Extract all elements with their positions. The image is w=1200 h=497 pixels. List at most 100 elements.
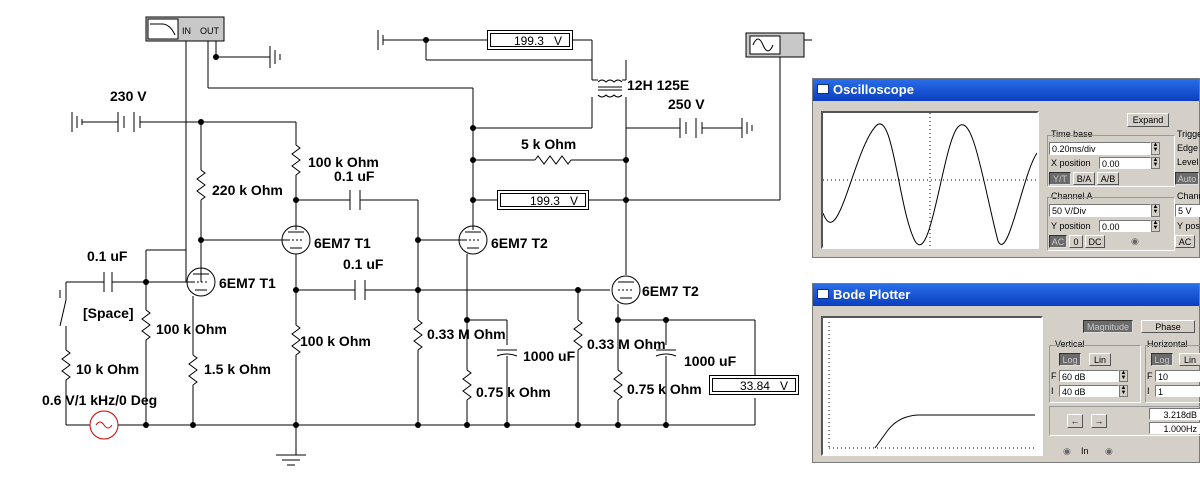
- schematic-canvas[interactable]: [0, 0, 812, 497]
- horizontal-initial-label: I: [1147, 386, 1150, 396]
- resistor-220k-label: 220 k Ohm: [212, 182, 283, 198]
- window-icon: [817, 289, 829, 299]
- switch-key-label: [Space]: [83, 305, 134, 321]
- bode-in-terminal-label: IN: [182, 26, 191, 36]
- cursor-left-button[interactable]: ←: [1067, 414, 1083, 428]
- voltmeter-top[interactable]: 199.3 V: [487, 30, 573, 50]
- channel-b-scale-field[interactable]: 5 V: [1175, 204, 1200, 217]
- oscilloscope-trace: [822, 113, 1038, 247]
- magnitude-button[interactable]: Magnitude: [1083, 320, 1133, 333]
- voltmeter-output-value: 33.84: [739, 379, 770, 393]
- time-base-group: [1047, 135, 1175, 187]
- ground-radio-icon[interactable]: ◉: [1131, 236, 1139, 246]
- oscilloscope-instrument[interactable]: [745, 32, 805, 58]
- capacitor-mid-label: 0.1 uF: [343, 256, 384, 272]
- bode-curve: [828, 322, 1035, 449]
- voltmeter-mid[interactable]: 199.3 V: [497, 190, 589, 210]
- horizontal-lin-button[interactable]: Lin: [1179, 353, 1200, 366]
- vertical-initial-field[interactable]: 40 dB: [1059, 385, 1119, 397]
- coupling-dc-button[interactable]: DC: [1085, 235, 1105, 248]
- voltmeter-output-unit: V: [779, 379, 788, 393]
- voltmeter-mid-unit: V: [569, 194, 578, 208]
- time-base-label: Time base: [1051, 129, 1093, 139]
- resistor-033m-1-label: 0.33 M Ohm: [427, 326, 506, 342]
- resistor-100k-top-label: 100 k Ohm: [308, 154, 379, 170]
- channel-b-ac-button[interactable]: AC: [1175, 235, 1195, 248]
- y-position-label: Y position: [1051, 221, 1091, 231]
- in-label: In: [1081, 446, 1089, 456]
- channel-a-scale-field[interactable]: 50 V/Div: [1049, 204, 1151, 217]
- mode-ba-button[interactable]: B/A: [1073, 172, 1095, 185]
- resistor-1-5k-label: 1.5 k Ohm: [204, 361, 271, 377]
- phase-button[interactable]: Phase: [1141, 320, 1195, 333]
- in-radio-icon[interactable]: ◉: [1063, 446, 1071, 456]
- x-position-spinner[interactable]: ▲▼: [1151, 157, 1160, 169]
- oscilloscope-screen: [821, 111, 1039, 249]
- resistor-033m-2-label: 0.33 M Ohm: [587, 336, 666, 352]
- horizontal-final-field[interactable]: 10: [1155, 370, 1200, 382]
- voltmeter-mid-value: 199.3: [529, 194, 560, 208]
- oscilloscope-window[interactable]: Oscilloscope Expand Time base Trigge 0.2…: [812, 78, 1200, 258]
- trigger-label: Trigge: [1177, 129, 1200, 139]
- capacitor-1000uf-1-label: 1000 uF: [523, 348, 576, 364]
- horizontal-log-button[interactable]: Log: [1151, 353, 1173, 366]
- channel-a-group: [1047, 197, 1175, 251]
- resistor-100k-mid-label: 100 k Ohm: [300, 333, 371, 349]
- horizontal-label: Horizontal: [1147, 339, 1188, 349]
- transformer-label: 12H 125E: [627, 77, 690, 93]
- y-position-field[interactable]: 0.00: [1099, 220, 1151, 232]
- horizontal-group: [1145, 345, 1200, 403]
- channel-a-label: Channel A: [1051, 191, 1093, 201]
- y-position-spinner[interactable]: ▲▼: [1151, 220, 1160, 232]
- coupling-ac-button[interactable]: AC: [1049, 235, 1067, 248]
- vertical-initial-spinner[interactable]: ▲▼: [1119, 385, 1128, 397]
- resistor-075k-2-label: 0.75 k Ohm: [627, 381, 702, 397]
- bode-plotter-window[interactable]: Bode Plotter Magnitude Phase Vertical Ho…: [812, 283, 1200, 463]
- capacitor-1000uf-2-label: 1000 uF: [684, 353, 737, 369]
- vertical-final-field[interactable]: 60 dB: [1059, 370, 1119, 382]
- bode-out-terminal-label: OUT: [200, 26, 219, 36]
- capacitor-input-label: 0.1 uF: [87, 248, 128, 264]
- y-position-b-label: Y pos: [1177, 221, 1200, 231]
- capacitor-top-label: 0.1 uF: [334, 168, 375, 184]
- trigger-auto-button[interactable]: Auto: [1175, 172, 1199, 185]
- x-position-label: X position: [1051, 158, 1091, 168]
- readout-group: [1049, 406, 1200, 436]
- horizontal-final-label: F: [1147, 371, 1153, 381]
- vertical-initial-label: I: [1051, 386, 1054, 396]
- vertical-log-button[interactable]: Log: [1059, 353, 1081, 366]
- window-icon: [817, 84, 829, 94]
- mode-ab-button[interactable]: A/B: [1097, 172, 1119, 185]
- bode-title: Bode Plotter: [833, 287, 911, 302]
- horizontal-initial-field[interactable]: 1: [1155, 385, 1200, 397]
- vertical-final-spinner[interactable]: ▲▼: [1119, 370, 1128, 382]
- readout-db-field: 3.218dB: [1149, 408, 1200, 420]
- battery-230v-label: 230 V: [110, 88, 147, 104]
- coupling-zero-button[interactable]: 0: [1069, 235, 1083, 248]
- vertical-final-label: F: [1051, 371, 1057, 381]
- battery-250v-label: 250 V: [668, 96, 705, 112]
- bode-titlebar[interactable]: Bode Plotter: [813, 284, 1199, 306]
- out-radio-icon[interactable]: ◉: [1105, 446, 1113, 456]
- voltmeter-top-unit: V: [553, 34, 562, 48]
- oscilloscope-titlebar[interactable]: Oscilloscope: [813, 79, 1199, 101]
- voltmeter-output[interactable]: 33.84 V: [709, 375, 799, 395]
- tube-t2-upper-label: 6EM7 T2: [491, 235, 548, 251]
- tube-t1-lower-label: 6EM7 T1: [219, 275, 276, 291]
- resistor-5k-label: 5 k Ohm: [521, 136, 577, 152]
- channel-a-spinner[interactable]: ▲▼: [1151, 204, 1160, 217]
- tube-t2-lower-label: 6EM7 T2: [642, 283, 699, 299]
- resistor-075k-1-label: 0.75 k Ohm: [476, 384, 551, 400]
- bode-plotter-instrument[interactable]: [145, 16, 225, 42]
- time-base-spinner[interactable]: ▲▼: [1151, 142, 1160, 155]
- x-position-field[interactable]: 0.00: [1099, 157, 1151, 169]
- vertical-lin-button[interactable]: Lin: [1089, 353, 1111, 366]
- vertical-label: Vertical: [1055, 339, 1085, 349]
- voltmeter-top-value: 199.3: [513, 34, 544, 48]
- expand-button[interactable]: Expand: [1127, 113, 1169, 127]
- ac-source-label: 0.6 V/1 kHz/0 Deg: [42, 392, 158, 408]
- cursor-right-button[interactable]: →: [1091, 414, 1107, 428]
- time-base-field[interactable]: 0.20ms/div: [1049, 142, 1151, 155]
- mode-yt-button[interactable]: Y/T: [1049, 172, 1071, 185]
- resistor-100k-grid-label: 100 k Ohm: [156, 321, 227, 337]
